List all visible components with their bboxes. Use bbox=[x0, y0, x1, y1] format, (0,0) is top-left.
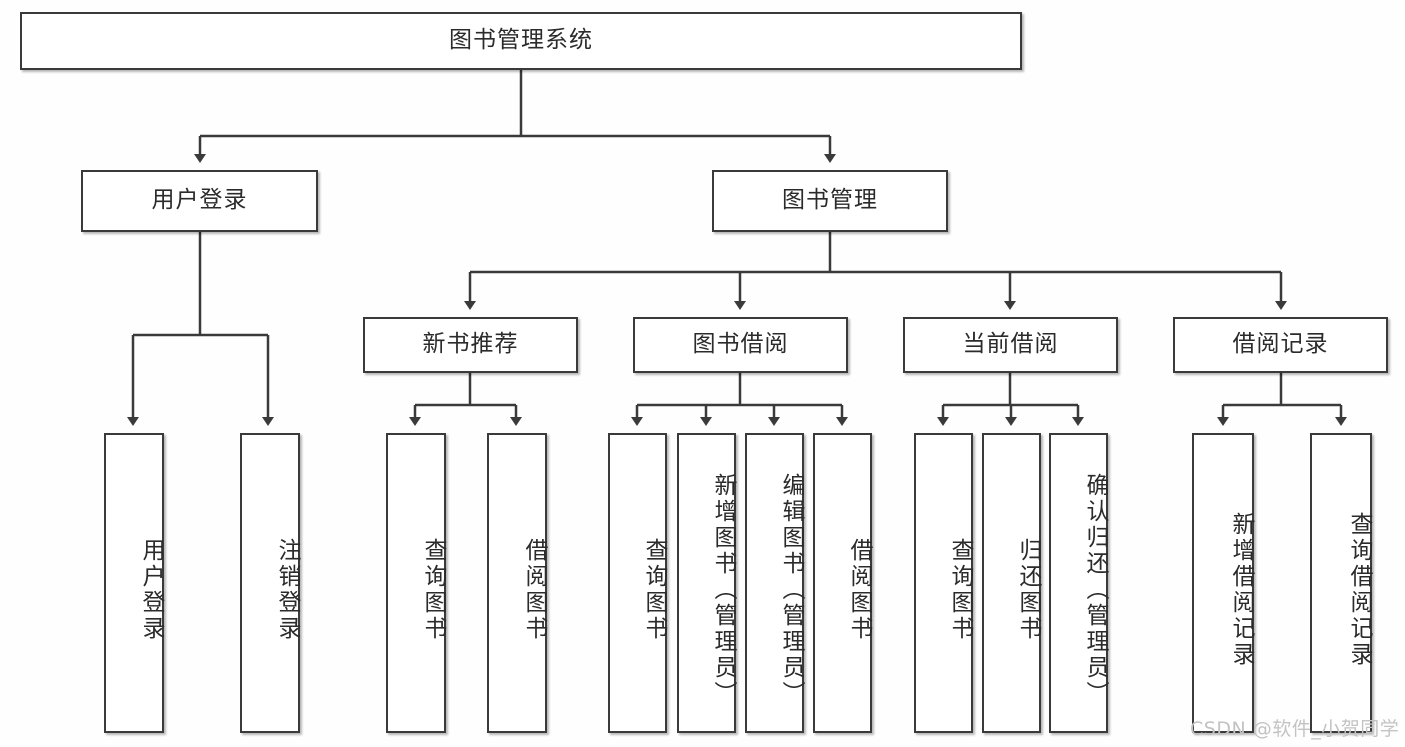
node-label: 新增图书（管理员） bbox=[710, 473, 736, 707]
leaf-record-add-borrow-record[interactable]: 新增借阅记录 bbox=[1192, 433, 1254, 733]
node-label: 图书借阅 bbox=[692, 331, 789, 358]
leaf-borrow-add-book-admin[interactable]: 新增图书（管理员） bbox=[677, 433, 736, 733]
node-book-borrow[interactable]: 图书借阅 bbox=[633, 317, 848, 373]
node-label: 编辑图书（管理员） bbox=[778, 473, 804, 707]
leaf-current-return-book[interactable]: 归还图书 bbox=[982, 433, 1041, 733]
leaf-user-login-login[interactable]: 用户登录 bbox=[104, 433, 164, 733]
leaf-user-login-logout[interactable]: 注销登录 bbox=[240, 433, 300, 733]
node-borrow-record[interactable]: 借阅记录 bbox=[1173, 317, 1388, 373]
leaf-record-query-borrow-record[interactable]: 查询借阅记录 bbox=[1310, 433, 1372, 733]
node-current-borrow[interactable]: 当前借阅 bbox=[903, 317, 1118, 373]
node-label: 新增借阅记录 bbox=[1228, 512, 1254, 668]
node-label: 借阅图书 bbox=[521, 538, 547, 642]
leaf-borrow-borrow-book[interactable]: 借阅图书 bbox=[813, 433, 872, 733]
csdn-watermark: CSDN @软件_小贺同学 bbox=[1190, 718, 1400, 740]
leaf-borrow-edit-book-admin[interactable]: 编辑图书（管理员） bbox=[745, 433, 804, 733]
node-new-book-recommend[interactable]: 新书推荐 bbox=[363, 317, 578, 373]
node-label: 查询借阅记录 bbox=[1346, 512, 1372, 668]
node-label: 注销登录 bbox=[274, 538, 300, 642]
node-label: 图书管理系统 bbox=[449, 27, 593, 54]
leaf-current-confirm-return-admin[interactable]: 确认归还（管理员） bbox=[1049, 433, 1108, 733]
node-label: 归还图书 bbox=[1015, 538, 1041, 642]
leaf-borrow-query-book[interactable]: 查询图书 bbox=[608, 433, 667, 733]
node-label: 新书推荐 bbox=[422, 331, 519, 358]
node-root-book-management-system[interactable]: 图书管理系统 bbox=[20, 12, 1022, 70]
leaf-new-book-borrow-book[interactable]: 借阅图书 bbox=[487, 433, 547, 733]
node-label: 用户登录 bbox=[151, 187, 248, 214]
node-book-management[interactable]: 图书管理 bbox=[712, 170, 948, 232]
node-label: 查询图书 bbox=[947, 538, 973, 642]
node-label: 借阅图书 bbox=[846, 538, 872, 642]
node-label: 查询图书 bbox=[420, 538, 446, 642]
leaf-current-query-book[interactable]: 查询图书 bbox=[914, 433, 973, 733]
leaf-new-book-query-book[interactable]: 查询图书 bbox=[386, 433, 446, 733]
node-label: 查询图书 bbox=[641, 538, 667, 642]
node-label: 用户登录 bbox=[138, 538, 164, 642]
node-label: 图书管理 bbox=[782, 187, 878, 214]
node-label: 确认归还（管理员） bbox=[1082, 473, 1108, 707]
node-label: 当前借阅 bbox=[962, 331, 1059, 358]
node-label: 借阅记录 bbox=[1232, 331, 1329, 358]
node-user-login[interactable]: 用户登录 bbox=[81, 170, 318, 232]
